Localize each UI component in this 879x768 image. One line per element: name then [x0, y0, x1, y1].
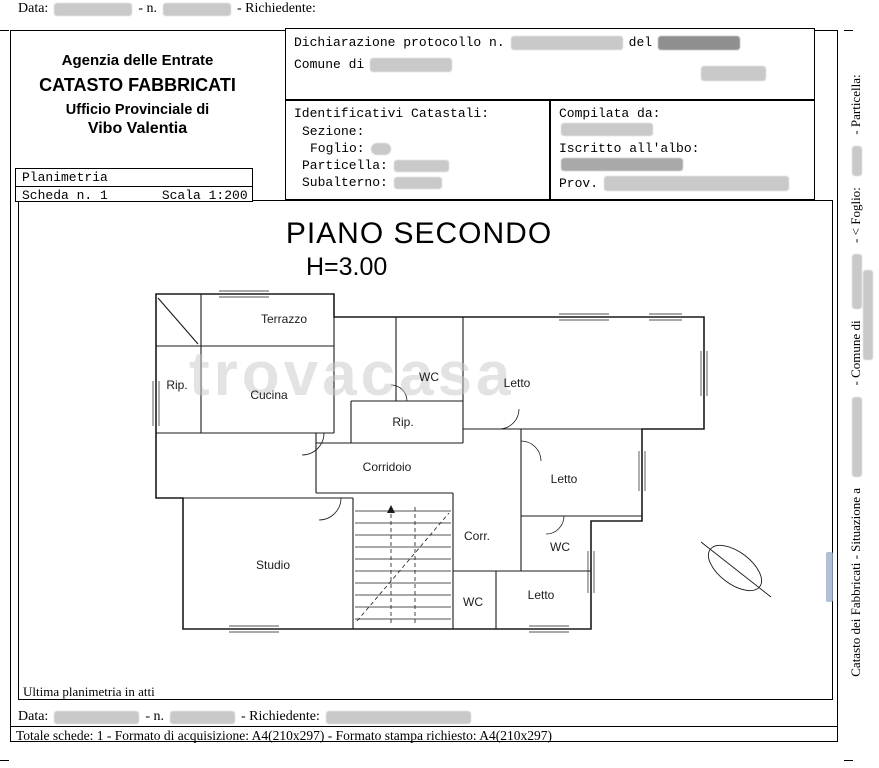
redacted-value	[370, 57, 453, 72]
plan-sheet: trovacasa PIANO SECONDO H=3.00 Terrazzo …	[18, 200, 833, 700]
del-label: del	[628, 35, 653, 50]
room-label-letto-mid: Letto	[550, 472, 578, 486]
declaration-protocol-row: Dichiarazione protocollo n. del	[294, 35, 741, 50]
redacted-value	[863, 270, 873, 360]
redacted-value	[370, 142, 391, 155]
margin-seg2: - Comune di	[848, 320, 863, 386]
scala-label: Scala 1:200	[161, 188, 248, 203]
number-label: - n.	[138, 1, 157, 16]
plan-height: H=3.00	[306, 253, 388, 281]
margin-seg3: - < Foglio:	[848, 187, 863, 243]
top-data-line: Data: - n. - Richiedente:	[18, 1, 316, 17]
redacted-value	[561, 123, 653, 136]
protocol-label: Dichiarazione protocollo n.	[294, 35, 505, 50]
room-label-wc-top: WC	[419, 370, 439, 384]
redacted-value	[170, 710, 235, 724]
room-label-corr: Corr.	[463, 529, 491, 543]
room-label-terrazzo: Terrazzo	[260, 312, 308, 326]
redacted-value	[325, 710, 471, 724]
planimetria-row: Scheda n. 1 Scala 1:200	[16, 187, 252, 204]
redacted-value	[852, 396, 863, 477]
margin-seg4: - Particella:	[848, 74, 863, 135]
floorplan-drawing	[152, 290, 772, 633]
margin-annotation-redacted	[826, 552, 833, 602]
room-label-corridoio: Corridoio	[362, 460, 412, 474]
room-label-wc-right: WC	[550, 540, 570, 554]
footer-rule	[10, 726, 838, 727]
redacted-value	[604, 176, 790, 191]
prov-row: Prov.	[559, 176, 790, 191]
sezione-label: Sezione:	[302, 124, 365, 139]
comune-label: Comune di	[294, 57, 365, 72]
redacted-value	[701, 66, 766, 81]
compilata-title: Compilata da:	[559, 106, 661, 121]
particella-label: Particella:	[302, 158, 388, 173]
room-label-letto-top: Letto	[503, 376, 531, 390]
foglio-row: Foglio:	[310, 141, 391, 156]
planimetria-box: Planimetria Scheda n. 1 Scala 1:200	[15, 168, 253, 204]
room-label-letto-br: Letto	[527, 588, 555, 602]
redacted-value	[561, 158, 683, 171]
scheda-label: Scheda n. 1	[22, 188, 108, 203]
room-label-wc-bottom: WC	[463, 595, 483, 609]
footer-data-label: Data:	[18, 709, 49, 724]
footer-richiedente-label: - Richiedente:	[241, 709, 320, 724]
prov-label: Prov.	[559, 176, 599, 191]
footer-n-label: - n.	[145, 709, 164, 724]
redacted-value	[510, 35, 623, 50]
margin-seg1: Catasto dei Fabbricati - Situazione a	[848, 487, 863, 677]
redacted-value	[852, 145, 863, 176]
plan-title: PIANO SECONDO	[285, 217, 553, 250]
agency-line1: Agenzia delle Entrate	[61, 52, 214, 69]
corner-tick	[844, 760, 853, 761]
foglio-label: Foglio:	[310, 141, 365, 156]
particella-row: Particella:	[302, 158, 449, 173]
albo-label: Iscritto all'albo:	[559, 141, 700, 156]
redacted-value	[393, 176, 442, 189]
room-label-studio: Studio	[255, 558, 291, 572]
redacted-value	[54, 710, 140, 724]
agency-line4: Vibo Valentia	[87, 120, 188, 137]
ultima-note: Ultima planimetria in atti	[23, 684, 155, 699]
corner-tick	[844, 30, 853, 31]
room-label-rip-mid: Rip.	[392, 415, 414, 429]
agency-line3: Ufficio Provinciale di	[65, 102, 210, 118]
redacted-value	[393, 159, 449, 172]
richiedente-label: - Richiedente:	[237, 1, 316, 16]
data-label: Data:	[18, 1, 49, 16]
redacted-value	[658, 35, 741, 50]
agency-header: Agenzia delle Entrate CATASTO FABBRICATI…	[30, 52, 245, 138]
compilata-box: Compilata da: Iscritto all'albo: Prov.	[550, 100, 815, 200]
watermark: trovacasa	[189, 340, 515, 409]
planimetria-title: Planimetria	[16, 169, 252, 187]
identificativi-title: Identificativi Catastali:	[294, 106, 490, 121]
right-margin-text: Catasto dei Fabbricati - Situazione a - …	[848, 74, 864, 740]
identificativi-box: Identificativi Catastali: Sezione: Fogli…	[285, 100, 550, 200]
agency-line2: CATASTO FABBRICATI	[39, 75, 236, 95]
subalterno-label: Subalterno:	[302, 175, 388, 190]
corner-tick	[0, 760, 9, 761]
totale-line: Totale schede: 1 - Formato di acquisizio…	[16, 728, 552, 743]
corner-tick	[0, 30, 9, 31]
redacted-value	[852, 254, 863, 310]
subalterno-row: Subalterno:	[302, 175, 442, 190]
declaration-box: Dichiarazione protocollo n. del Comune d…	[285, 28, 815, 100]
room-label-cucina: Cucina	[250, 388, 288, 402]
redacted-value	[163, 2, 231, 16]
room-label-rip-left: Rip.	[166, 378, 188, 392]
north-arrow	[700, 541, 772, 598]
declaration-comune-row: Comune di	[294, 57, 453, 72]
footer-data-line: Data: - n. - Richiedente:	[18, 709, 471, 725]
redacted-value	[54, 2, 133, 16]
